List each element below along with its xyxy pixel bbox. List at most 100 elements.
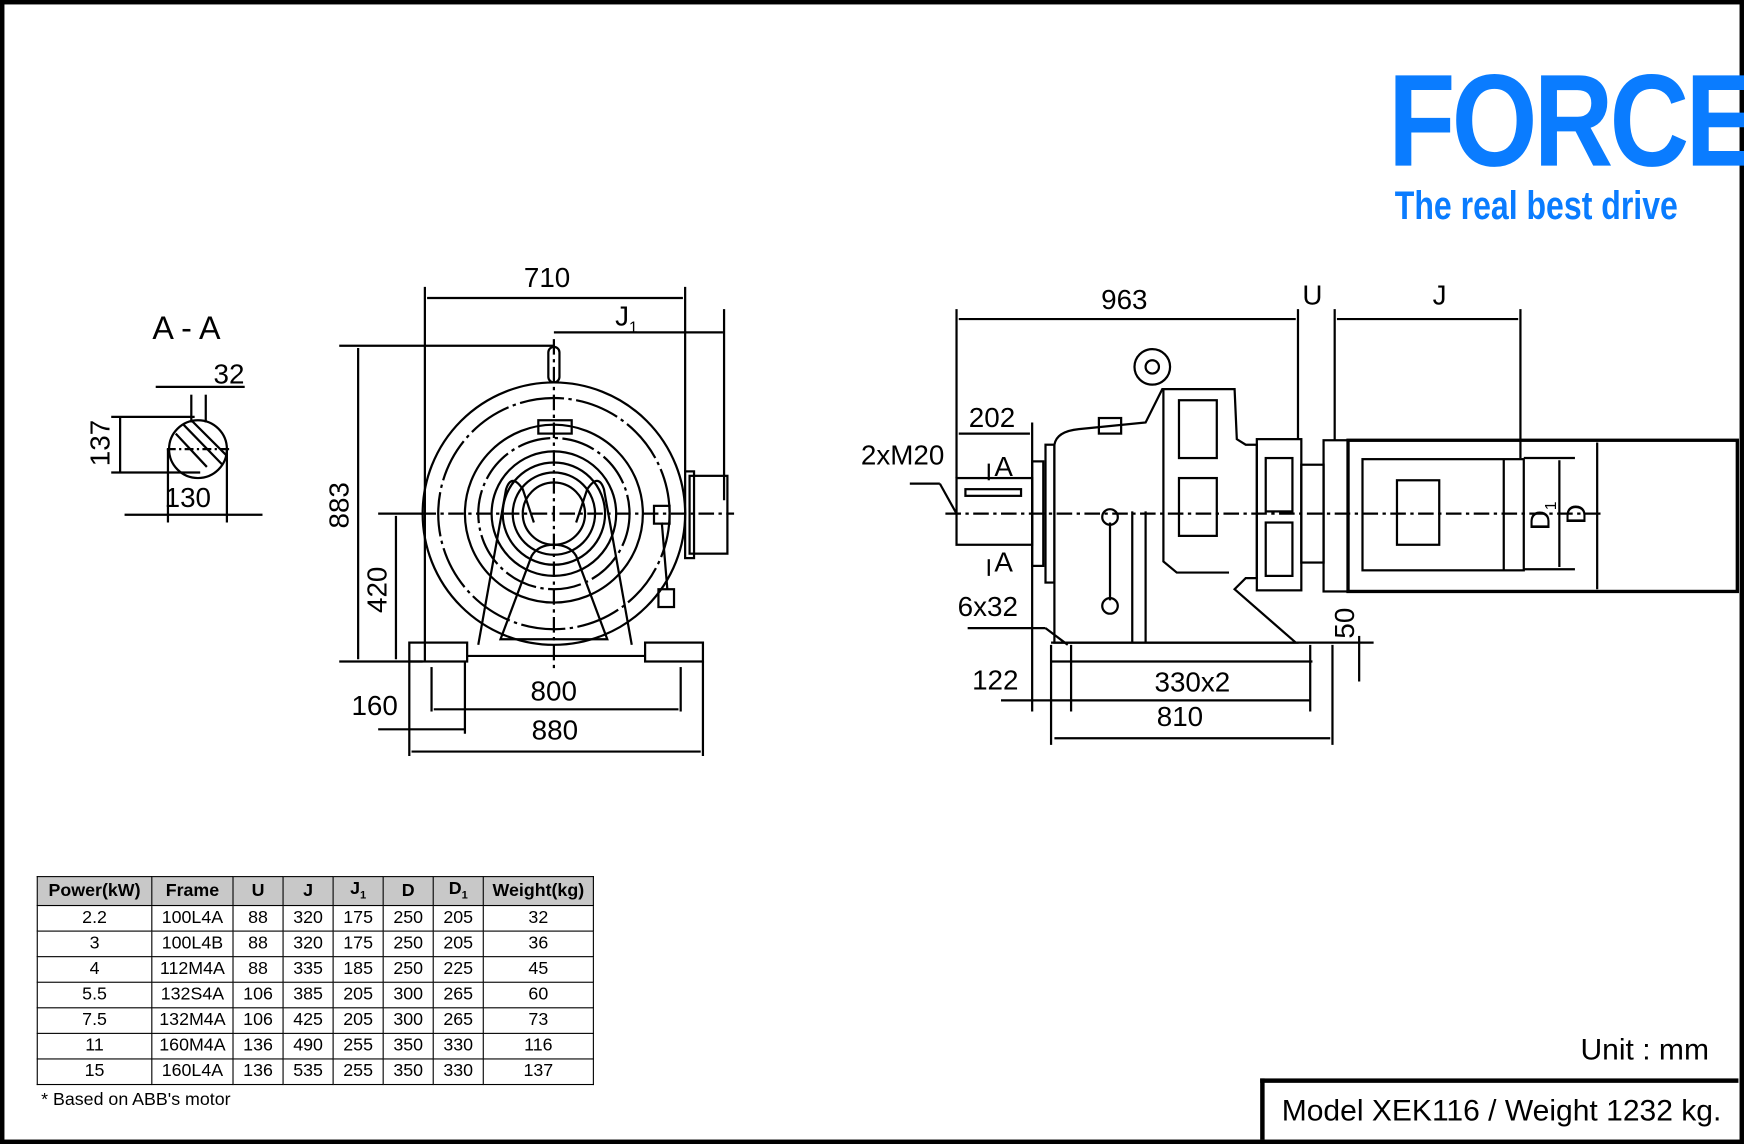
dim-j: J xyxy=(1432,280,1447,312)
dim-key-width: 32 xyxy=(213,359,245,391)
dim-d1: D1 xyxy=(1525,501,1560,530)
table-cell: 300 xyxy=(382,1007,434,1034)
table-cell: 5.5 xyxy=(36,981,153,1009)
dim-j1: J1 xyxy=(615,301,638,336)
table-cell: 225 xyxy=(432,956,484,983)
dim-foot-height: 50 xyxy=(1329,607,1361,639)
table-cell: 15 xyxy=(36,1058,153,1086)
table-cell: 350 xyxy=(382,1032,434,1060)
table-cell: 4 xyxy=(36,956,153,983)
dim-base-width: 880 xyxy=(531,714,579,746)
dim-u: U xyxy=(1302,280,1323,312)
model-title-box: Model XEK116 / Weight 1232 kg. xyxy=(1260,1078,1739,1140)
dim-section-height: 137 xyxy=(84,419,117,467)
col-j1-sub: 1 xyxy=(360,890,367,903)
table-cell: 425 xyxy=(282,1007,334,1034)
table-cell: 255 xyxy=(332,1032,384,1060)
motor-spec-table: Power(kW) Frame U J J1 D D1 Weight(kg) 2… xyxy=(36,876,594,1086)
table-cell: 320 xyxy=(282,904,334,932)
table-cell: 106 xyxy=(232,1007,284,1034)
dim-length: 963 xyxy=(1101,284,1148,316)
dim-center-height: 420 xyxy=(361,566,394,613)
col-d1-sub: 1 xyxy=(461,890,468,903)
table-cell: 350 xyxy=(382,1058,434,1086)
dim-holes: 6x32 xyxy=(957,591,1018,623)
unit-label: Unit : mm xyxy=(1580,1032,1709,1067)
dim-shaft-diameter: 130 xyxy=(164,482,212,514)
col-d1: D1 xyxy=(432,876,484,907)
dim-front-width: 710 xyxy=(523,262,571,294)
table-cell: 32 xyxy=(482,904,594,932)
section-mark-top: A xyxy=(994,451,1013,483)
col-j: J xyxy=(282,876,334,907)
table-cell: 106 xyxy=(232,981,284,1009)
table-cell: 112M4A xyxy=(151,956,234,983)
table-cell: 73 xyxy=(482,1007,594,1034)
table-cell: 88 xyxy=(232,930,284,958)
table-cell: 250 xyxy=(382,956,434,983)
col-u: U xyxy=(232,876,284,907)
dim-foot-width: 160 xyxy=(351,690,398,722)
dim-base-length: 810 xyxy=(1156,701,1204,733)
table-cell: 185 xyxy=(332,956,384,983)
dim-j1-letter: J xyxy=(615,301,629,333)
table-header-row: Power(kW) Frame U J J1 D D1 Weight(kg) xyxy=(36,876,594,907)
col-frame: Frame xyxy=(151,876,234,907)
table-cell: 88 xyxy=(232,956,284,983)
dim-d: D xyxy=(1561,504,1593,525)
table-cell: 45 xyxy=(482,956,594,983)
logo-tagline: The real best drive xyxy=(1394,182,1678,228)
table-cell: 535 xyxy=(282,1058,334,1086)
col-weight: Weight(kg) xyxy=(482,876,594,907)
table-cell: 100L4B xyxy=(151,930,234,958)
table-cell: 3 xyxy=(36,930,153,958)
table-cell: 11 xyxy=(36,1032,153,1060)
col-d1-letter: D xyxy=(448,879,462,899)
dim-d1-sub: 1 xyxy=(1541,501,1560,511)
col-j1: J1 xyxy=(332,876,384,907)
col-power: Power(kW) xyxy=(36,876,153,907)
table-cell: 137 xyxy=(482,1058,594,1086)
table-cell: 205 xyxy=(332,1007,384,1034)
col-d: D xyxy=(382,876,434,907)
table-cell: 205 xyxy=(432,904,484,932)
table-cell: 255 xyxy=(332,1058,384,1086)
table-cell: 60 xyxy=(482,981,594,1009)
table-cell: 132S4A xyxy=(151,981,234,1009)
table-cell: 330 xyxy=(432,1058,484,1086)
table-cell: 250 xyxy=(382,904,434,932)
section-a-a-drawing xyxy=(111,385,263,523)
dim-bolt-spacing: 330x2 xyxy=(1154,667,1231,699)
logo-brand: FORCE xyxy=(1388,47,1744,195)
table-cell: 250 xyxy=(382,930,434,958)
dim-thread: 2xM20 xyxy=(860,440,945,472)
table-cell: 116 xyxy=(482,1032,594,1060)
table-cell: 300 xyxy=(382,981,434,1009)
front-view-drawing xyxy=(339,286,735,756)
table-cell: 160L4A xyxy=(151,1058,234,1086)
side-view-drawing xyxy=(909,309,1739,745)
table-cell: 205 xyxy=(332,981,384,1009)
section-title: A - A xyxy=(152,311,221,347)
dim-total-height: 883 xyxy=(324,482,356,529)
table-cell: 265 xyxy=(432,1007,484,1034)
table-cell: 320 xyxy=(282,930,334,958)
table-cell: 205 xyxy=(432,930,484,958)
dim-shaft-length: 202 xyxy=(968,402,1016,434)
section-mark-bottom: A xyxy=(994,546,1013,579)
table-cell: 36 xyxy=(482,930,594,958)
table-cell: 136 xyxy=(232,1032,284,1060)
dim-j1-sub: 1 xyxy=(628,317,638,336)
table-cell: 335 xyxy=(282,956,334,983)
table-cell: 100L4A xyxy=(151,904,234,932)
table-cell: 330 xyxy=(432,1032,484,1060)
force-logo: FORCE The real best drive xyxy=(1388,47,1744,228)
